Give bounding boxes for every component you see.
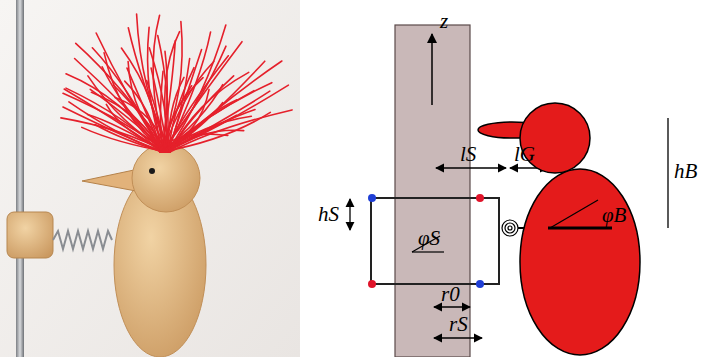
contact-dot (476, 280, 484, 288)
spring-clip-box: φS (370, 197, 500, 285)
dimension-label: lS (460, 143, 476, 165)
feather (66, 88, 160, 152)
angle-label: φS (418, 227, 440, 249)
contact-dot (476, 194, 484, 202)
dimension-label: hS (318, 203, 339, 225)
dimension-label: hB (674, 160, 697, 182)
feather (163, 116, 251, 152)
woodpecker-photo (0, 0, 300, 357)
contact-dot (368, 280, 376, 288)
bird-body: φB (470, 100, 650, 357)
feather (66, 74, 161, 152)
feather (161, 46, 226, 152)
dimension-label: z (440, 10, 448, 32)
feather (165, 32, 180, 152)
feather (90, 89, 168, 152)
feather (168, 130, 244, 152)
angle-label: φB (602, 204, 626, 226)
feather (95, 124, 163, 152)
feather (92, 48, 162, 152)
feather (167, 58, 190, 152)
contact-dot (368, 194, 376, 202)
dimension-label: rS (449, 313, 468, 335)
feather (75, 59, 167, 152)
dimension-label: r0 (441, 283, 460, 305)
dimension-label: lG (514, 143, 535, 165)
bird-outline (470, 100, 650, 357)
